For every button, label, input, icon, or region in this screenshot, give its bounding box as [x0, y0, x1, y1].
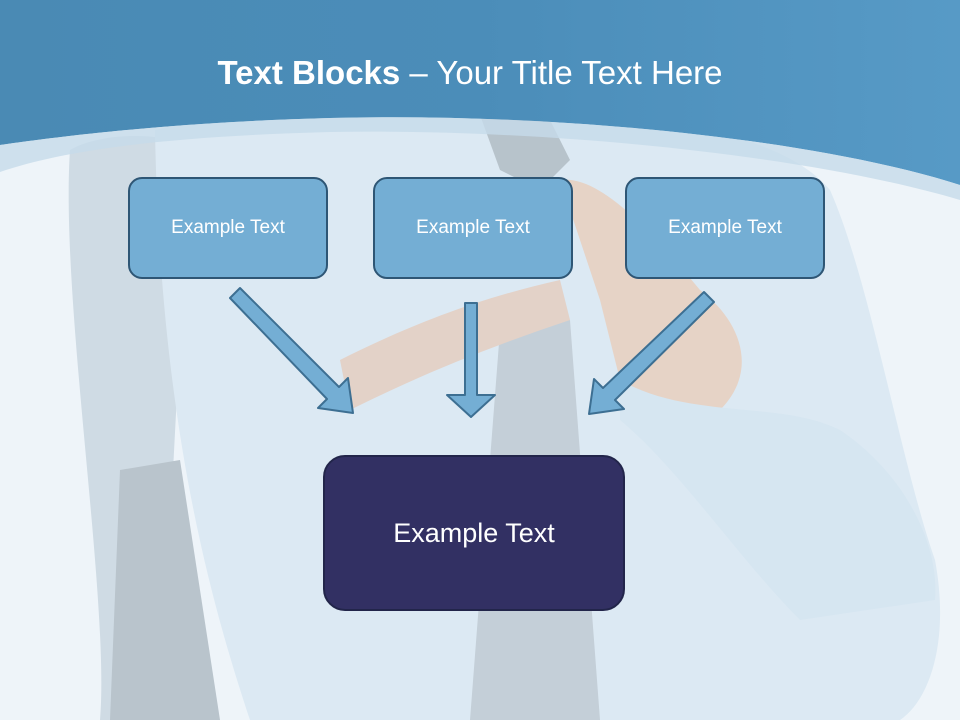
text-block-2-label: Example Text	[416, 217, 530, 238]
arrow-left-icon	[229, 287, 354, 414]
text-block-1[interactable]: Example Text	[128, 177, 328, 279]
title-bold-part: Text Blocks	[217, 54, 401, 91]
title-dash: –	[400, 54, 437, 91]
text-block-3[interactable]: Example Text	[625, 177, 825, 279]
text-block-3-label: Example Text	[668, 217, 782, 238]
text-block-2[interactable]: Example Text	[373, 177, 573, 279]
text-block-1-label: Example Text	[171, 217, 285, 238]
arrow-right-icon	[588, 291, 715, 415]
main-text-block[interactable]: Example Text	[323, 455, 625, 611]
main-text-block-label: Example Text	[393, 517, 555, 548]
title-rest: Your Title Text Here	[436, 54, 723, 91]
arrow-center-icon	[446, 302, 496, 418]
slide-title: Text Blocks – Your Title Text Here	[0, 54, 940, 92]
